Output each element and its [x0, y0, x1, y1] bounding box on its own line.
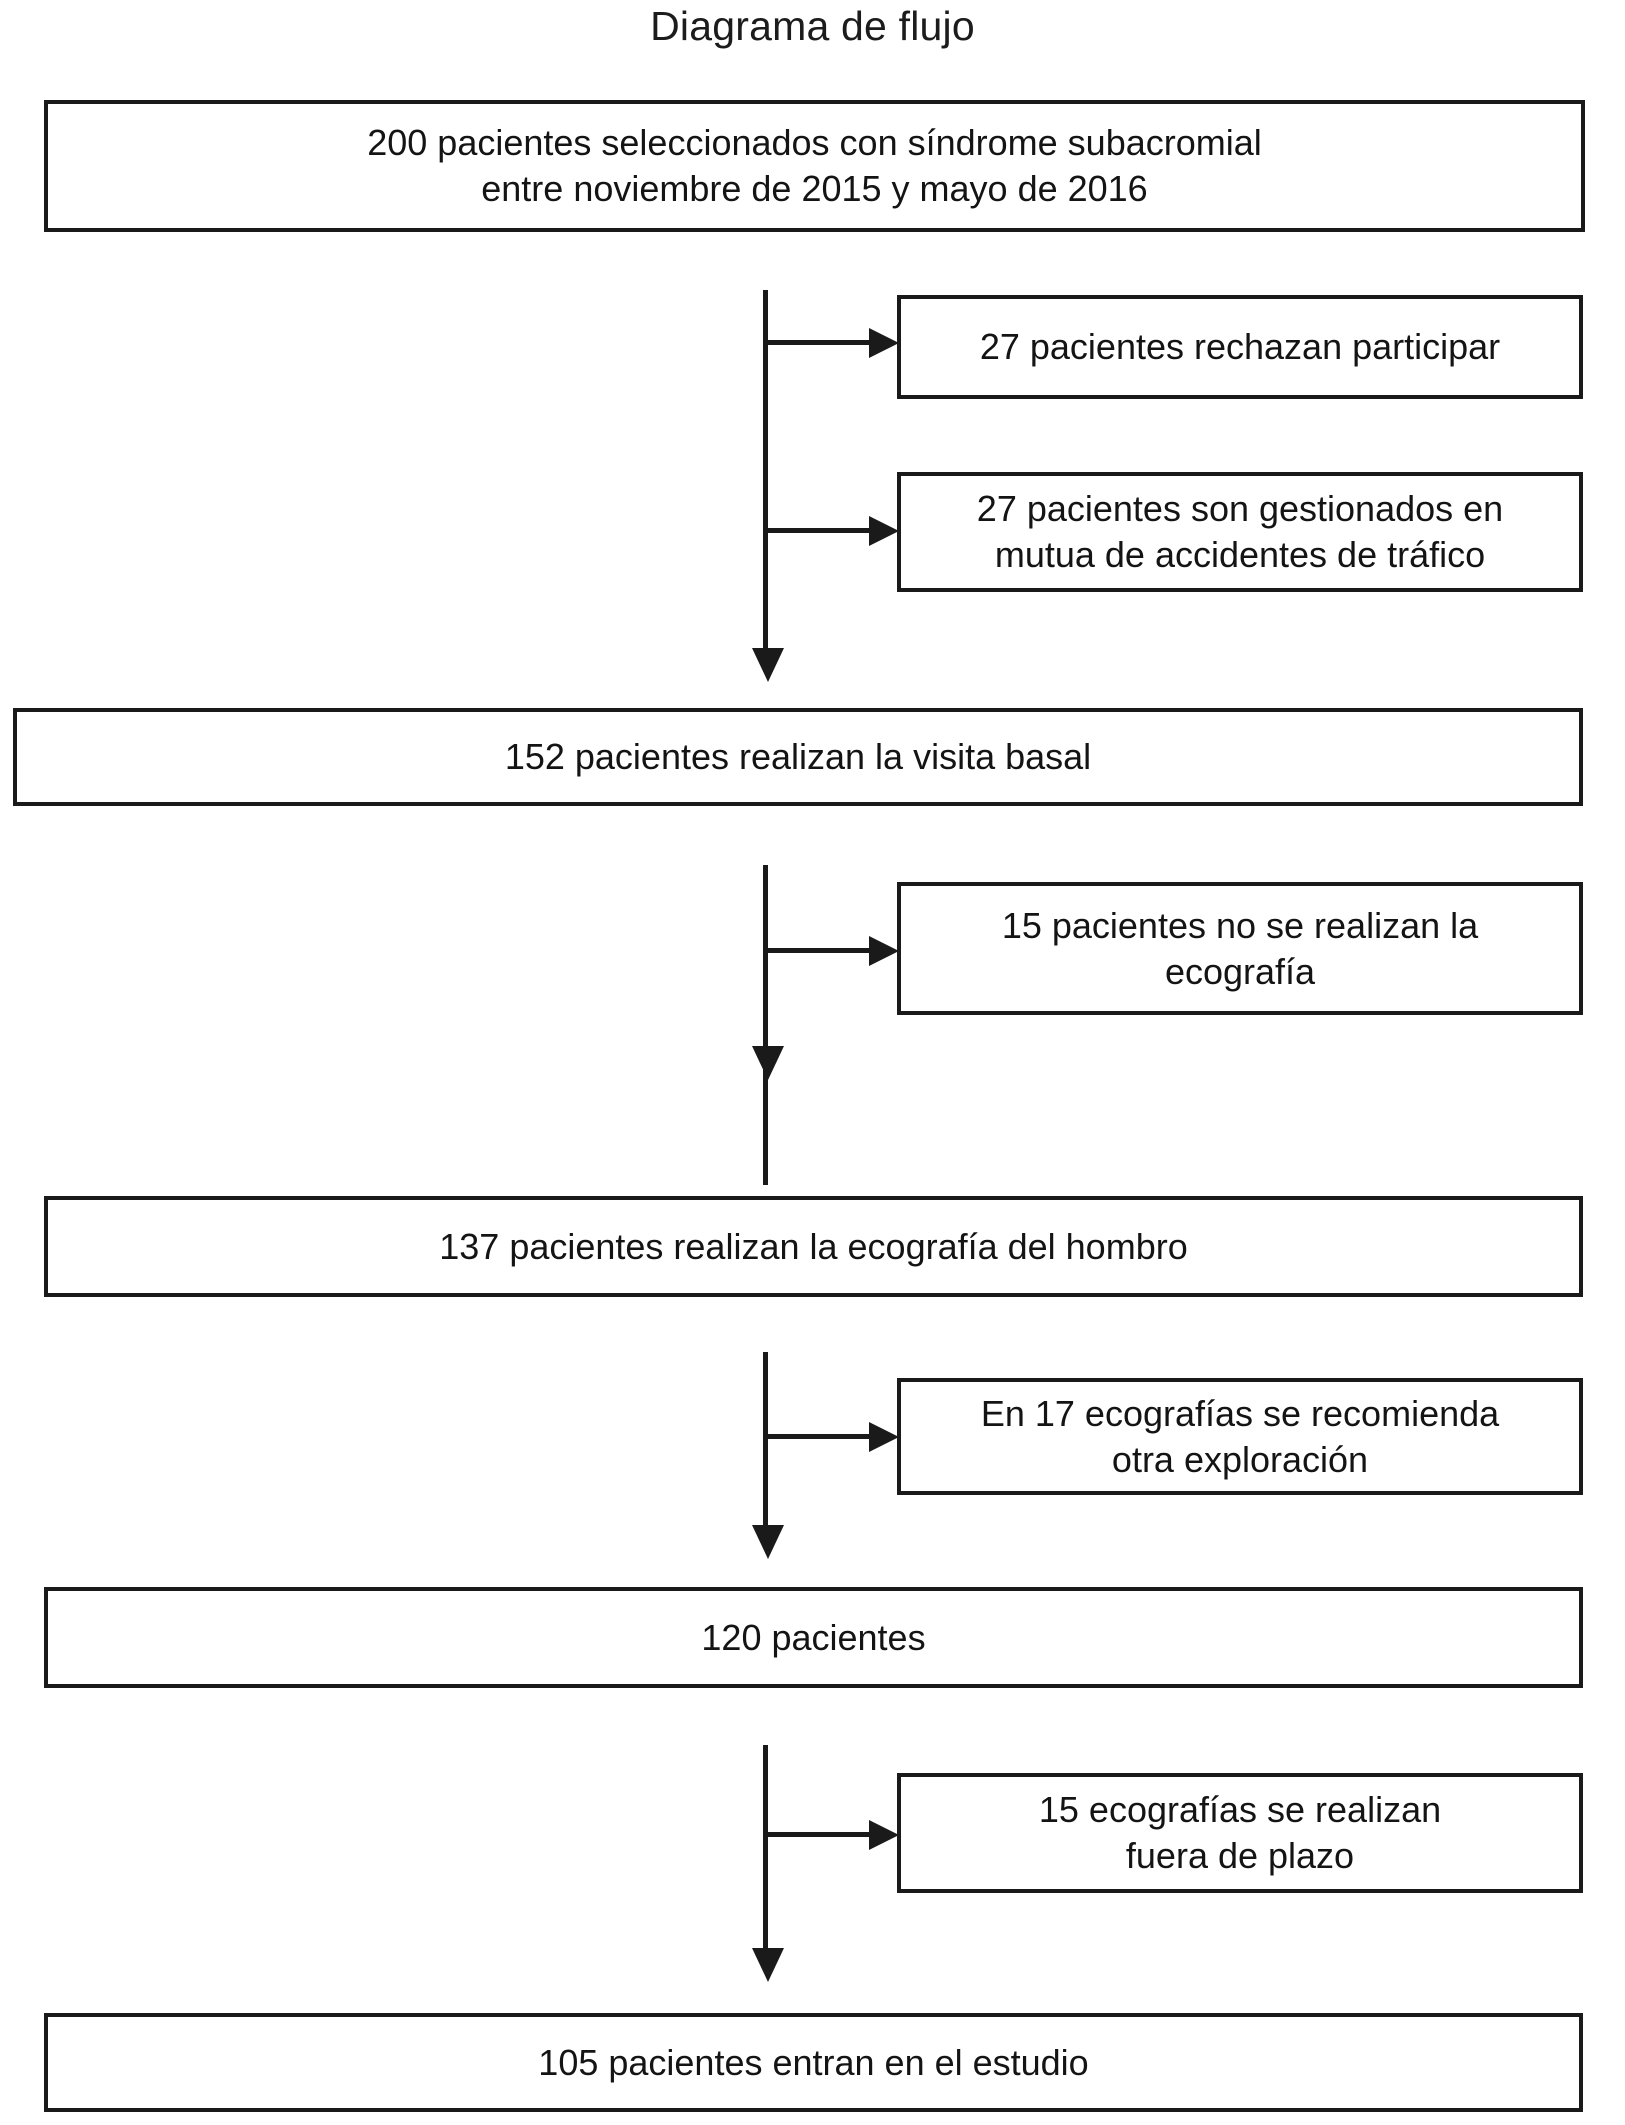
flow-node-label: 120 pacientes [701, 1616, 926, 1658]
arrow-down-icon [752, 648, 784, 682]
flow-node-137-ecografia-hombro: 137 pacientes realizan la ecografía del … [44, 1196, 1583, 1297]
flow-node-exclusion-mutua: 27 pacientes son gestionados en mutua de… [897, 472, 1583, 592]
connector-branch-1 [763, 340, 873, 345]
flow-node-120-pacientes: 120 pacientes [44, 1587, 1583, 1688]
flow-node-label: 152 pacientes realizan la visita basal [504, 736, 1092, 777]
connector-trunk-4 [763, 1745, 768, 1960]
arrow-down-icon [752, 1525, 784, 1559]
connector-branch-5 [763, 1832, 873, 1837]
flow-node-exclusion-rechazan: 27 pacientes rechazan participar [897, 295, 1583, 399]
flow-node-label: 105 pacientes entran en el estudio [538, 2041, 1089, 2083]
flow-node-label: 15 ecografías se realizan fuera de plazo [1038, 1789, 1442, 1876]
arrow-right-icon [869, 1422, 899, 1452]
flow-node-exclusion-otra-exploracion: En 17 ecografías se recomienda otra expl… [897, 1378, 1583, 1495]
arrow-down-icon [752, 1046, 784, 1080]
connector-trunk-2 [763, 865, 768, 1185]
flow-node-105-entran-estudio: 105 pacientes entran en el estudio [44, 2013, 1583, 2112]
flow-node-label: 137 pacientes realizan la ecografía del … [439, 1225, 1188, 1267]
connector-branch-3 [763, 948, 873, 953]
flow-node-152-visita-basal: 152 pacientes realizan la visita basal [13, 708, 1583, 806]
page-title: Diagrama de flujo [650, 3, 975, 49]
connector-branch-2 [763, 528, 873, 533]
flow-node-label: 27 pacientes rechazan participar [979, 326, 1501, 367]
flow-node-label: 200 pacientes seleccionados con síndrome… [367, 122, 1262, 209]
flow-node-label: 15 pacientes no se realizan la ecografía [1001, 904, 1479, 992]
flow-node-label: 27 pacientes son gestionados en mutua de… [976, 488, 1504, 575]
arrow-right-icon [869, 936, 899, 966]
arrow-right-icon [869, 328, 899, 358]
arrow-right-icon [869, 516, 899, 546]
connector-trunk-3 [763, 1352, 768, 1537]
flow-node-exclusion-no-ecografia: 15 pacientes no se realizan la ecografía [897, 882, 1583, 1015]
flow-node-200-selected: 200 pacientes seleccionados con síndrome… [44, 100, 1585, 232]
connector-branch-4 [763, 1434, 873, 1439]
connector-trunk-1 [763, 290, 768, 655]
flow-node-exclusion-fuera-de-plazo: 15 ecografías se realizan fuera de plazo [897, 1773, 1583, 1893]
flow-node-label: En 17 ecografías se recomienda otra expl… [980, 1392, 1500, 1480]
arrow-down-icon [752, 1948, 784, 1982]
arrow-right-icon [869, 1820, 899, 1850]
